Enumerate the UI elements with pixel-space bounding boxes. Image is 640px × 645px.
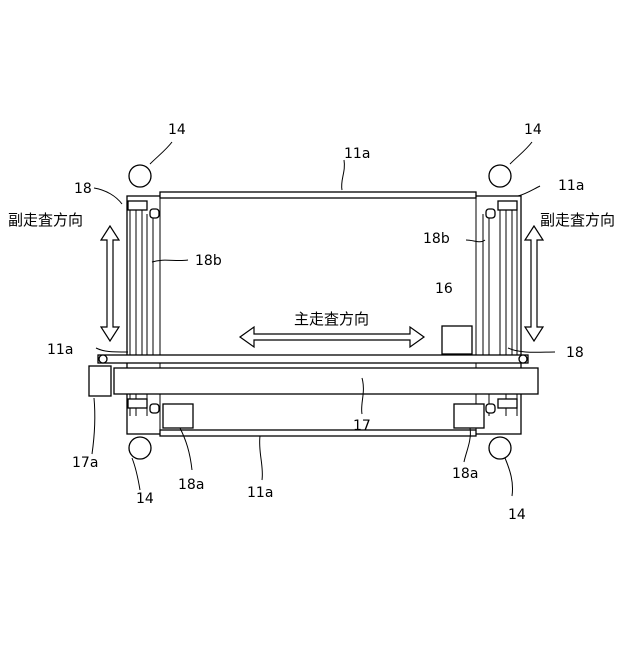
ref-11a-left: 11a [47,342,73,358]
ref-14-top-right: 14 [524,122,542,138]
head-16 [442,326,472,354]
label-main-scan: 主走査方向 [294,310,369,328]
ref-11a-bottom: 11a [247,485,273,501]
right-roller-bottom [486,404,495,413]
right-bottom-block [498,399,517,408]
label-sub-scan-right: 副走査方向 [540,211,615,229]
drive-18a-right [454,404,484,428]
ref-18b-right: 18b [423,231,450,247]
carriage-rail [98,355,528,363]
wheel-14-top-right [489,165,511,187]
ref-11a-top: 11a [344,146,370,162]
left-top-block [128,201,147,210]
ref-18-top-left: 18 [74,181,92,197]
main-scan-arrow [240,327,424,347]
ref-16: 16 [435,281,453,297]
ref-17: 17 [353,418,371,434]
ref-14-bottom-right: 14 [508,507,526,523]
ref-18b-left: 18b [195,253,222,269]
ref-18-right: 18 [566,345,584,361]
label-sub-scan-left: 副走査方向 [8,211,83,229]
motor-17a [89,366,111,396]
ref-14-bottom-left: 14 [136,491,154,507]
wheel-14-bottom-right [489,437,511,459]
right-top-block [498,201,517,210]
drive-18a-left [163,404,193,428]
stage-11a-top [160,192,476,198]
sub-scan-arrow-right [525,226,543,341]
stage-11a-bottom [160,430,476,436]
left-roller-18b [150,209,159,218]
wheel-14-top-left [129,165,151,187]
ref-18a-left: 18a [178,477,204,493]
gantry-17 [114,368,538,394]
left-roller-bottom [150,404,159,413]
ref-18a-right: 18a [452,466,478,482]
ref-14-top-left: 14 [168,122,186,138]
wheel-14-bottom-left [129,437,151,459]
ref-17a: 17a [72,455,98,471]
right-roller-18b [486,209,495,218]
ref-11a-right: 11a [558,178,584,194]
sub-scan-arrow-left [101,226,119,341]
left-bottom-block [128,399,147,408]
